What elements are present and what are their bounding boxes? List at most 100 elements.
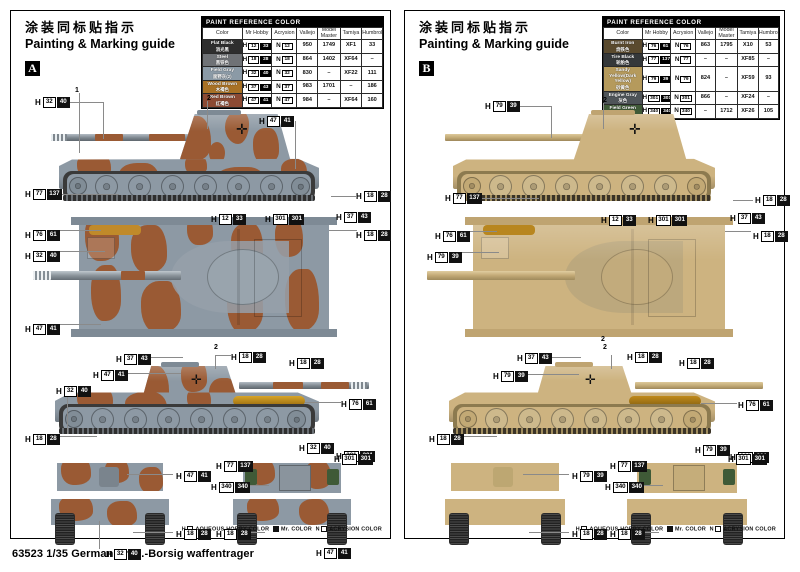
view-top-b (405, 211, 784, 346)
callout-prefix: H (435, 231, 441, 241)
callout-code-black: 28 (631, 529, 645, 540)
callout-code-white: 47 (266, 116, 280, 127)
callout-code-black: 28 (774, 231, 788, 242)
callout-code-white: 18 (363, 230, 377, 241)
callout-code-white: 79 (702, 445, 716, 456)
marking-number: 2 (601, 336, 605, 343)
callout-prefix: H (106, 549, 112, 559)
paint-code-chip: 340 (679, 108, 692, 116)
view-side-bottom-b: ✛ (405, 346, 784, 451)
callout-code-black: 28 (252, 352, 266, 363)
marking-number: 2 (214, 344, 218, 351)
callout-prefix: H (336, 212, 342, 222)
callout-code-white: 37 (343, 212, 357, 223)
callout-code-black: 39 (514, 371, 528, 382)
paint-code-chip: 33 (260, 42, 271, 50)
callout-prefix: H (259, 116, 265, 126)
callout-code-black: 39 (716, 445, 730, 456)
paint-code-chip: 37 (248, 83, 260, 91)
callout-code-white: 32 (42, 97, 56, 108)
paint-humbrol-cell: 105 (757, 104, 780, 120)
callout-code-white: 12 (608, 215, 622, 226)
callout-code-white: 32 (32, 251, 46, 262)
callout-code-white: 18 (617, 529, 631, 540)
rear-view (233, 463, 351, 545)
callout-prefix: H (341, 399, 347, 409)
callout-prefix: H (601, 215, 607, 225)
paint-code-chip: 32 (248, 70, 260, 78)
callout-code-black: 301 (672, 215, 688, 226)
callout-code-black: 28 (377, 191, 391, 202)
callout-code-white: 32 (113, 549, 127, 560)
callout-code-white: 47 (100, 370, 114, 381)
variant-badge-a: A (25, 61, 40, 76)
callout-code-white: 18 (634, 352, 648, 363)
paint-code-chip: 79 (680, 75, 692, 83)
title-english: Painting & Marking guide (25, 37, 176, 51)
paint-code-chip: 137 (660, 56, 671, 64)
callout-code-black: 43 (751, 213, 765, 224)
callout-code-white: 76 (32, 230, 46, 241)
hull-top (79, 221, 329, 333)
view-side-top-b: ✛ (405, 11, 784, 211)
paint-code-chip: 12 (281, 42, 293, 50)
callout-code-white: 18 (762, 195, 776, 206)
callout-code-black: 41 (197, 471, 211, 482)
callout-code-black: 61 (456, 231, 470, 242)
callout-prefix: H (299, 443, 305, 453)
callout-prefix: H (572, 529, 578, 539)
paint-model-master-cell: – (317, 93, 341, 109)
paint-table-title: PAINT REFERENCE COLOR (202, 17, 383, 27)
callout-prefix: H (627, 352, 633, 362)
paint-code-chip: 39 (660, 75, 670, 83)
callout-code-black: 40 (320, 443, 334, 454)
paint-col-header: Mr Hobby (641, 26, 672, 41)
callout-prefix: H (93, 370, 99, 380)
callout-code-white: 18 (238, 352, 252, 363)
paint-code-chip: 18 (248, 56, 260, 64)
paint-col-header: Model Master (317, 26, 341, 41)
paint-code-chip: 18 (281, 56, 293, 64)
callout-code-white: 77 (223, 461, 237, 472)
callout-code-black: 41 (337, 548, 351, 559)
title-chinese: 涂装同标贴指示 (25, 21, 138, 36)
title-chinese: 涂装同标贴指示 (419, 21, 532, 36)
callout-code-black: 137 (466, 193, 483, 204)
callout-prefix: H (334, 454, 340, 464)
callout-prefix: H (35, 97, 41, 107)
callout-code-white: 18 (223, 529, 237, 540)
callout-prefix: H (25, 434, 31, 444)
